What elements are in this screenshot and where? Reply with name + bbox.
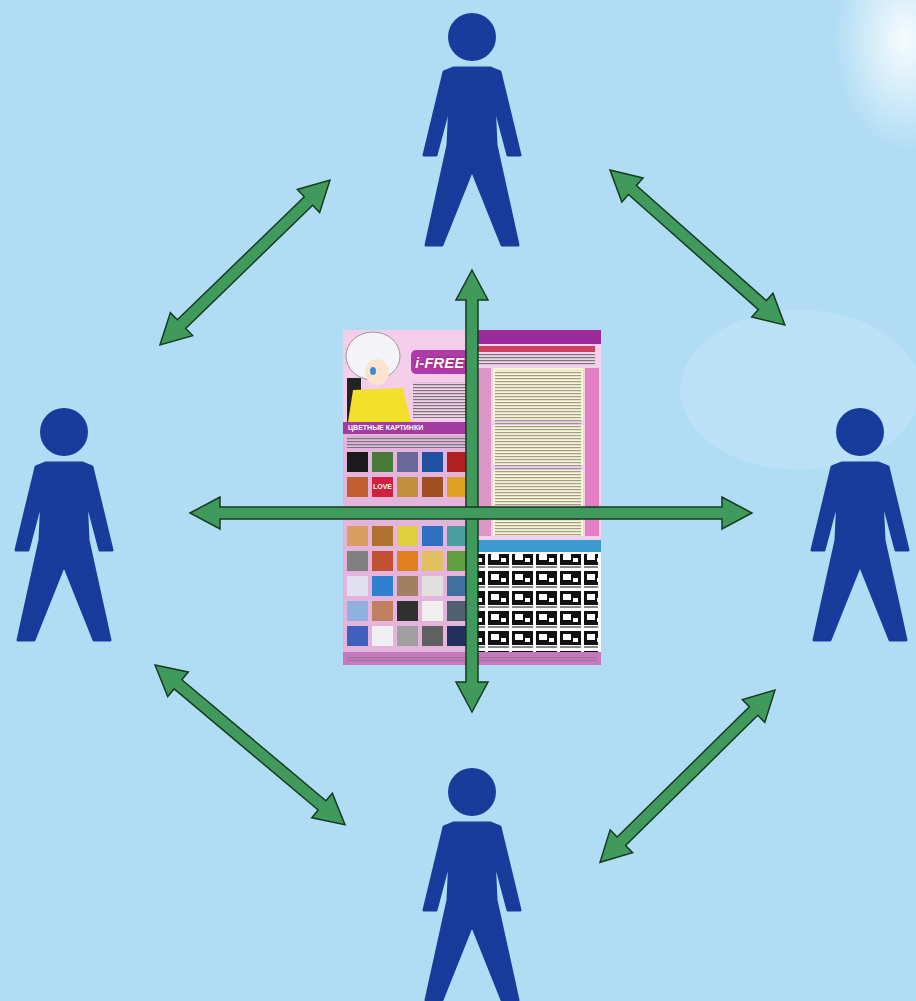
person-figure [0, 345, 190, 665]
advertising-poster: i-FREE ЦВЕТНЫЕ КАРТИНКИ LOVE [343, 330, 601, 665]
person-pictogram [418, 765, 526, 1000]
person-pictogram [418, 10, 526, 245]
section-heading: ЦВЕТНЫЕ КАРТИНКИ [348, 424, 423, 431]
person-body [812, 463, 908, 640]
person-pictogram [806, 405, 914, 640]
person-pictogram [10, 405, 118, 640]
double-arrow [155, 665, 345, 825]
poster-illustration [343, 330, 601, 665]
double-arrow [600, 690, 775, 862]
double-arrow [610, 170, 785, 325]
person-body [16, 463, 112, 640]
person-figure [752, 325, 916, 690]
poster-left-column [343, 330, 472, 646]
double-arrow [456, 270, 488, 712]
double-arrow [160, 180, 330, 345]
poster-background [343, 330, 601, 665]
poster-right-column [472, 330, 601, 665]
person-head [836, 408, 884, 456]
poster-footer [343, 652, 601, 665]
person-figure [330, 0, 610, 270]
person-figure [345, 712, 600, 1001]
poster-footer-text [347, 655, 597, 662]
double-arrow [190, 497, 752, 529]
logo-text: i-FREE [415, 355, 464, 370]
person-body [424, 823, 520, 1000]
person-body [424, 68, 520, 245]
person-head [448, 768, 496, 816]
cloud-glow [835, 0, 916, 150]
person-head [40, 408, 88, 456]
cloud-glow [680, 310, 916, 470]
person-head [448, 13, 496, 61]
tile-caption: LOVE [372, 483, 393, 490]
